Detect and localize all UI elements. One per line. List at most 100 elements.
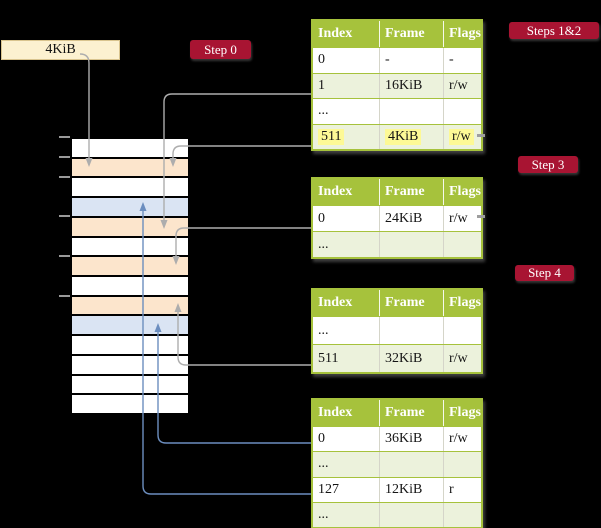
table-cell [379,99,443,124]
memory-frame-row-13-white [72,395,188,414]
table-cell: ... [318,456,329,472]
connector-stub-mark [477,215,485,218]
table-cell [443,317,481,344]
frame-address-label: 4KiB [1,40,120,60]
table-cell: 24KiB [379,206,443,231]
column-header-index: Index [318,295,353,310]
table-cell [443,232,481,257]
badge-steps-1-2: Steps 1&2 [509,22,599,39]
column-header-index: Index [318,26,353,41]
memory-frame-row-6-peach [72,257,188,278]
memory-frame-row-5-white [72,237,188,258]
connector-stub-mark [477,134,485,137]
memory-frame-row-11-white [72,355,188,376]
column-header-index: Index [318,405,353,420]
memory-frame-row-7-white [72,277,188,297]
memory-frame-row-2-white [72,178,188,199]
memory-frame-row-9-blue [72,316,188,337]
table-cell: r/w [443,345,481,372]
table-cell: 511 [313,125,379,150]
column-header-flags: Flags [443,21,481,47]
table-cell: ... [318,103,329,119]
table-cell [379,317,443,344]
table-row: ... [313,98,481,124]
table-cell [379,452,443,477]
badge-step-0: Step 0 [190,40,251,59]
table-cell: ... [318,322,329,338]
column-header-frame: Frame [379,290,443,316]
address-tick [59,255,70,258]
highlighted-value: 4KiB [385,128,422,145]
address-tick [59,155,70,158]
table-row: ... [313,451,481,477]
table-cell: 16KiB [379,73,443,98]
table-cell: 1 [318,77,325,93]
table-cell: r/w [443,427,481,452]
memory-frame-row-0-white [72,139,188,159]
table-cell: 36KiB [379,427,443,452]
column-header-flags: Flags [443,290,481,316]
table-cell: - [379,48,443,73]
table-cell: ... [318,506,329,522]
table-cell [379,502,443,527]
table-cell: 127 [318,481,339,497]
column-header-flags: Flags [443,400,481,426]
table-cell: ... [318,236,329,252]
memory-frame-row-4-peach [72,217,188,238]
table-row: ... [313,501,481,527]
table-cell: r [443,477,481,502]
table-row: ... [313,231,481,257]
table-cell: 4KiB [379,124,443,149]
table-cell [443,452,481,477]
table-cell: 0 [318,52,325,68]
memory-frame-row-1-peach [72,158,188,179]
table-cell [379,232,443,257]
table-cell: r/w [443,124,481,149]
table-cell: r/w [443,73,481,98]
table-cell: r/w [443,206,481,231]
table-cell: 12KiB [379,477,443,502]
column-header-frame: Frame [379,21,443,47]
table-cell: - [443,48,481,73]
address-tick [59,136,70,138]
column-header-index: Index [318,184,353,199]
badge-step-3: Step 3 [518,156,578,173]
table-cell: 511 [318,350,339,366]
table-cell [443,99,481,124]
highlighted-value: r/w [449,128,474,145]
address-tick [59,215,70,218]
table-cell [443,502,481,527]
table-row: 511 4KiB r/w [313,123,481,150]
connector-l3-entry-0-to-frame-24kib [175,227,311,256]
memory-frame-row-12-white [72,375,188,396]
table-cell: 0 [318,431,325,447]
connector-l4-entry-511-to-frame-4kib [172,145,311,158]
memory-frame-row-10-white [72,336,188,356]
column-header-frame: Frame [379,400,443,426]
table-cell: 0 [318,210,325,226]
table-row: ... [313,316,481,344]
memory-frame-row-3-blue [72,198,188,218]
table-row: 0 -- [313,47,481,73]
highlighted-value: 511 [318,128,345,145]
column-header-frame: Frame [379,179,443,205]
connector-l2-entry-511-to-frame-32kib [177,312,311,366]
address-tick [59,175,70,178]
memory-frame-row-8-peach [72,296,188,317]
address-tick [59,294,70,297]
physical-memory-stack [70,137,190,415]
